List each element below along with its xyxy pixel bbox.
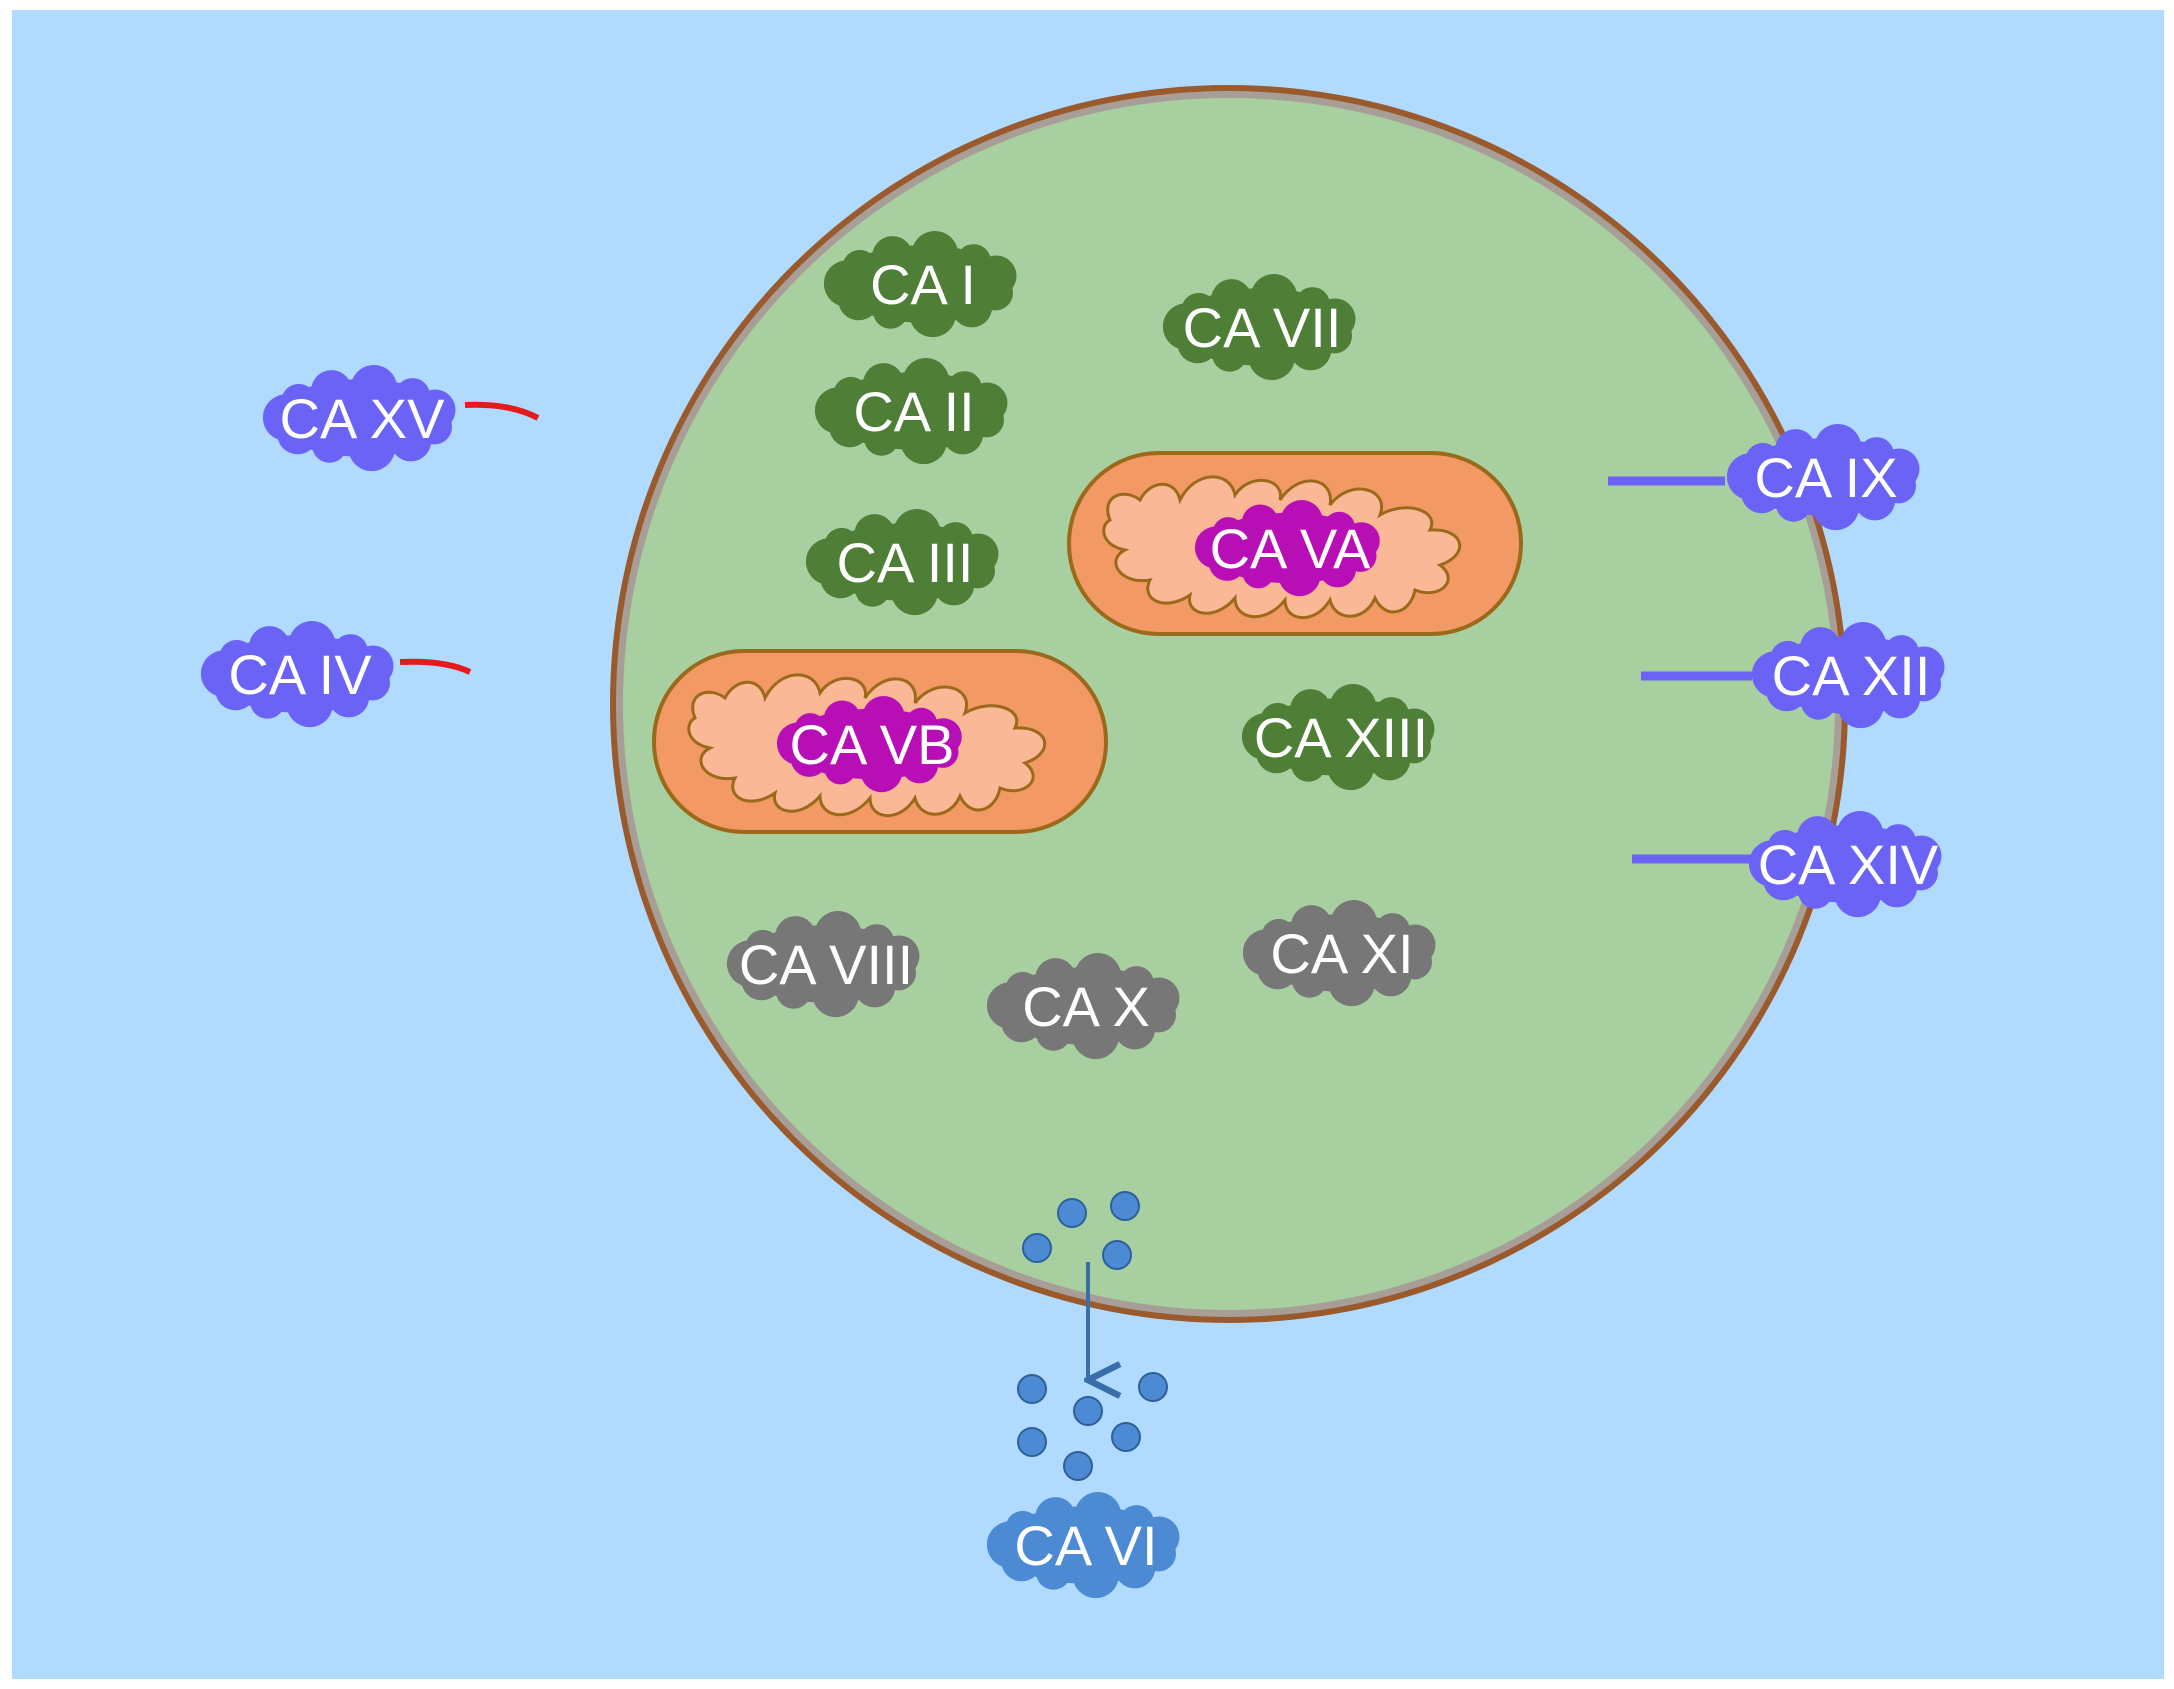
ca-xi-cloud: CA XI [1242,900,1436,1007]
enzyme-clouds: CA I CA II CA III CA VII CA XIII CA VA C… [200,231,1945,1599]
ca-va-cloud: CA VA [1194,500,1380,597]
ca-vii-cloud: CA VII [1162,274,1356,381]
cloud-shape [776,696,962,793]
ca-vi-cloud: CA VI [986,1492,1180,1599]
ca-viii-label: CA VIII [739,933,913,996]
cloud-shape [726,911,920,1018]
cloud-shape [805,509,999,616]
cloud-shape [1162,274,1356,381]
ca-va-label: CA VA [1210,517,1371,580]
ca-xiii-label: CA XIII [1254,706,1428,769]
particle [1138,1372,1168,1402]
cloud-shape [814,358,1008,465]
particle [1017,1427,1047,1457]
ca-iv-cloud: CA IV [200,621,394,728]
ca-xii-cloud: CA XII [1751,622,1945,729]
ca-viii-cloud: CA VIII [726,911,920,1018]
ca-i-cloud: CA I [823,231,1017,338]
ca-iv-label: CA IV [228,643,372,706]
ca-xi-label: CA XI [1270,922,1413,985]
ca-i-label: CA I [870,253,976,316]
ca-iii-label: CA III [837,531,974,594]
ca-ii-cloud: CA II [814,358,1008,465]
cloud-shape [1726,424,1920,531]
cloud-shape [1751,622,1945,729]
ca-vii-label: CA VII [1183,296,1342,359]
ca-vb-cloud: CA VB [776,696,962,793]
secreted-particles [1017,1191,1168,1481]
ca-x-label: CA X [1022,975,1150,1038]
particle [1110,1191,1140,1221]
ca-ix-label: CA IX [1754,446,1897,509]
ca-xiii-cloud: CA XIII [1241,684,1435,791]
cloud-shape [823,231,1017,338]
particle [1102,1240,1132,1270]
cloud-shape [1194,500,1380,597]
cloud-shape [200,621,394,728]
gpi-anchor-ca-xv [464,401,540,421]
ca-ix-cloud: CA IX [1726,424,1920,531]
gpi-anchor-ca-iv [399,658,472,675]
cloud-shape [262,365,456,472]
ca-x-cloud: CA X [986,953,1180,1060]
cloud-shape [986,953,1180,1060]
ca-iii-cloud: CA III [805,509,999,616]
cloud-shape [1241,684,1435,791]
particle [1017,1374,1047,1404]
cloud-shape [1242,900,1436,1007]
cloud-shape [986,1492,1180,1599]
ca-xv-cloud: CA XV [262,365,456,472]
particle [1063,1451,1093,1481]
particle [1022,1233,1052,1263]
ca-ii-label: CA II [853,380,974,443]
ca-vi-label: CA VI [1014,1514,1157,1577]
particle [1111,1422,1141,1452]
ca-xv-label: CA XV [280,387,446,450]
anchors [399,401,1752,864]
particle [1073,1396,1103,1426]
particle [1057,1198,1087,1228]
ca-xii-label: CA XII [1772,644,1931,707]
ca-vb-label: CA VB [790,713,955,776]
ca-xiv-cloud: CA XIV [1748,811,1942,918]
ca-xiv-label: CA XIV [1758,833,1939,896]
cloud-shape [1748,811,1942,918]
